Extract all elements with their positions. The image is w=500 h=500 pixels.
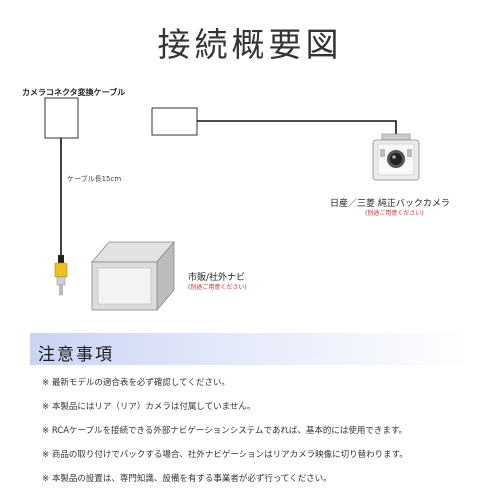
- camera-note-label: (別途ご用意ください): [365, 210, 424, 217]
- cable-label: カメラコネクタ変換ケーブル: [22, 88, 126, 97]
- vehicle-connector-box: [151, 107, 198, 136]
- navi-name-label: 市販/社外ナビ: [188, 273, 246, 283]
- navi-unit-icon: [91, 240, 175, 312]
- camera-name-label: 日産／三菱 純正バックカメラ: [330, 199, 450, 209]
- camera-cable-wire: [197, 120, 397, 134]
- notice-item: ※ RCAケーブルを接続できる外部ナビゲーションシステムであれば、基本的には使用…: [42, 426, 408, 436]
- notice-item: ※ 本製品にはリア（リア）カメラは付属していません。: [42, 402, 256, 412]
- back-camera-icon: [372, 133, 420, 181]
- rca-plug: [54, 255, 68, 296]
- notice-item: ※ 商品の取り付けでバックする場合、社外ナビゲーションはリアカメラ映像に切り替わ…: [42, 450, 408, 460]
- notice-item: ※ 本製品の設置は、専門知識、設備を有する事業者が必ず行ってください。: [42, 474, 332, 484]
- connection-diagram: [44, 97, 420, 312]
- camera-connector-box: [44, 97, 79, 139]
- cable-length-label: ケーブル長15cm: [67, 175, 122, 183]
- notice-heading: 注意事項: [38, 345, 114, 365]
- notice-banner: [30, 333, 470, 365]
- navi-note-label: (別途ご用意ください): [188, 284, 247, 291]
- page-title: 接続概要図: [157, 25, 343, 64]
- notice-item: ※ 最新モデルの適合表を必ず確認してください。: [42, 378, 230, 388]
